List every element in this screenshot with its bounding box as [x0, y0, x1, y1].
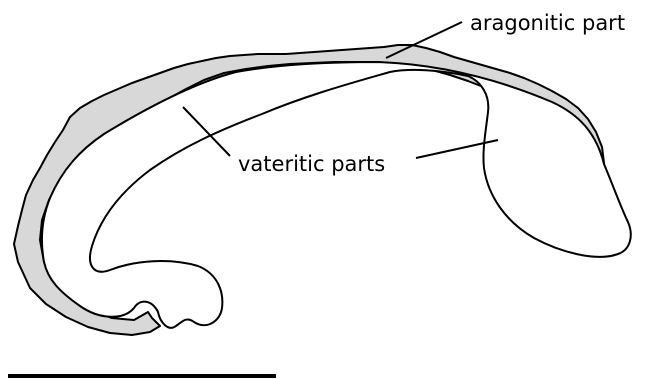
label-aragonitic: aragonitic part	[470, 11, 625, 35]
label-vateritic: vateritic parts	[238, 152, 385, 176]
